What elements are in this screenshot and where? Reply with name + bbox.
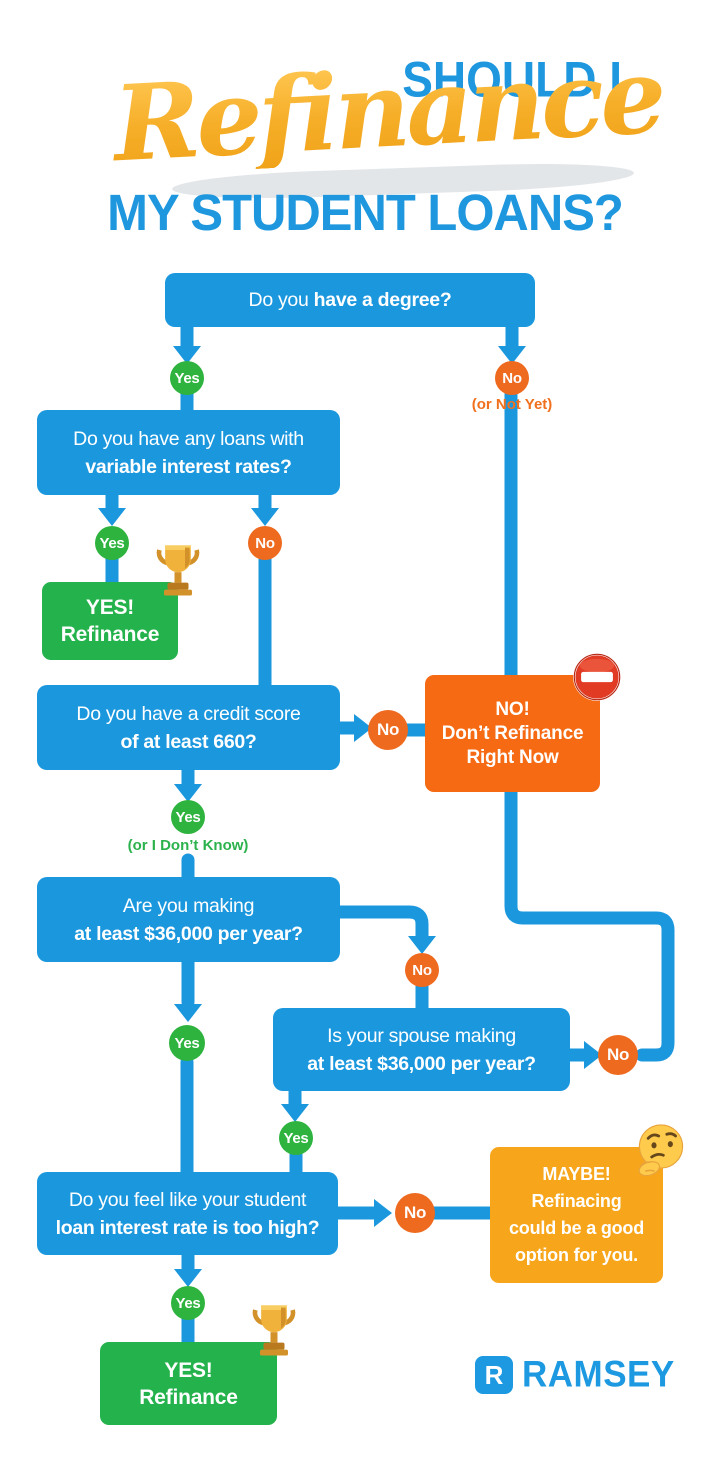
badge-yes-credit: Yes xyxy=(171,800,205,834)
question-degree-bold: have a degree? xyxy=(313,289,452,311)
badge-no-credit: No xyxy=(368,710,408,750)
result-no-line1: NO! xyxy=(495,698,530,720)
ramsey-logo-mark-icon: R xyxy=(475,1356,513,1394)
ramsey-logo: R RAMSEY xyxy=(475,1354,675,1395)
no-entry-icon xyxy=(573,653,621,701)
result-box-yes-refinance-bottom: YES! Refinance xyxy=(100,1342,277,1425)
label-or-dont-know: (or I Don’t Know) xyxy=(127,837,249,854)
question-credit-regular: Do you have a credit score xyxy=(76,702,301,725)
question-variable-bold: variable interest rates? xyxy=(85,455,292,478)
result-box-dont-refinance: NO! Don’t Refinance Right Now xyxy=(425,675,600,792)
label-or-not-yet: (or Not Yet) xyxy=(471,396,553,413)
question-rate-bold: loan interest rate is too high? xyxy=(55,1216,320,1239)
badge-no-spouse: No xyxy=(598,1035,638,1075)
title-script-word: Refinance xyxy=(106,34,671,186)
question-box-variable-rates: Do you have any loans with variable inte… xyxy=(37,410,340,495)
result-box-yes-refinance-top: YES! Refinance xyxy=(42,582,178,660)
result-maybe-line4: option for you. xyxy=(515,1245,638,1265)
question-credit-bold: of at least 660? xyxy=(120,730,257,753)
result-no-line2: Don’t Refinance xyxy=(441,722,584,744)
result-top-line2: Refinance xyxy=(60,623,160,646)
badge-yes-degree: Yes xyxy=(170,361,204,395)
result-maybe-line2: Refinacing xyxy=(531,1191,622,1211)
title-line1: SHOULD I xyxy=(370,50,622,108)
title-line2: MY STUDENT LOANS? xyxy=(107,185,624,242)
trophy-icon xyxy=(156,545,200,596)
question-spouse-regular: Is your spouse making xyxy=(327,1024,516,1047)
result-maybe-line1: MAYBE! xyxy=(542,1164,611,1184)
question-spouse-bold: at least $36,000 per year? xyxy=(307,1052,536,1075)
thinking-face-icon xyxy=(638,1124,684,1177)
badge-yes-variable: Yes xyxy=(95,526,129,560)
question-variable-regular: Do you have any loans with xyxy=(73,427,304,450)
result-bottom-line2: Refinance xyxy=(139,1385,238,1409)
ramsey-logo-text: RAMSEY xyxy=(522,1354,675,1395)
badge-no-degree: No xyxy=(495,361,529,395)
result-bottom-line1: YES! xyxy=(164,1358,213,1382)
question-box-rate-too-high: Do you feel like your student loan inter… xyxy=(37,1172,338,1255)
question-box-degree: Do you have a degree? xyxy=(165,273,535,327)
question-income-bold: at least $36,000 per year? xyxy=(74,922,303,945)
badge-no-variable: No xyxy=(248,526,282,560)
question-box-credit-score: Do you have a credit score of at least 6… xyxy=(37,685,340,770)
connector-arrowheads xyxy=(98,346,602,1287)
badge-yes-income: Yes xyxy=(169,1025,205,1061)
question-degree-regular: Do you xyxy=(248,289,309,311)
trophy-icon xyxy=(252,1305,296,1356)
question-box-spouse-income: Is your spouse making at least $36,000 p… xyxy=(273,1008,570,1091)
question-income-regular: Are you making xyxy=(122,894,255,917)
result-no-line3: Right Now xyxy=(466,746,559,768)
result-box-maybe: MAYBE! Refinacing could be a good option… xyxy=(490,1147,663,1283)
badge-yes-rate: Yes xyxy=(171,1286,205,1320)
badge-yes-spouse: Yes xyxy=(279,1121,313,1155)
badge-no-income: No xyxy=(405,953,439,987)
badge-no-rate: No xyxy=(395,1193,435,1233)
question-box-income: Are you making at least $36,000 per year… xyxy=(37,877,340,962)
result-top-line1: YES! xyxy=(85,596,135,619)
result-maybe-line3: could be a good xyxy=(509,1218,644,1238)
question-rate-regular: Do you feel like your student xyxy=(68,1188,307,1211)
